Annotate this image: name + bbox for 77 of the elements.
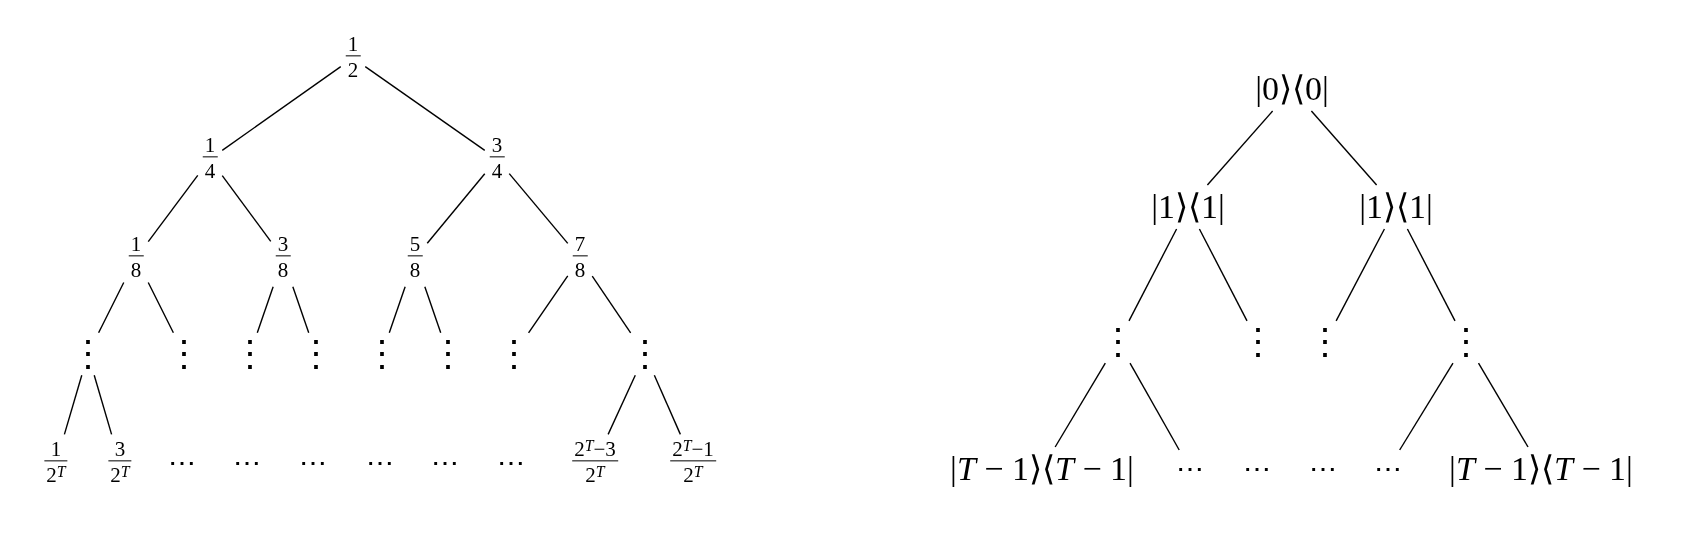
denominator: 2$^{T}$ [584, 462, 607, 487]
numerator: 5 [408, 234, 422, 256]
vertical-ellipsis: ⋮ [298, 337, 334, 371]
tree-branch [1310, 110, 1378, 186]
tree-branch [147, 174, 199, 243]
vertical-ellipsis: ⋮ [70, 337, 106, 371]
tree-branch [607, 374, 636, 436]
vertical-ellipsis: ⋮ [166, 337, 202, 371]
ellipsis: ⋯ [1309, 455, 1337, 483]
numerator: 1 [203, 135, 217, 157]
tree-branch [221, 65, 342, 152]
ket-bra-label: |T − 1⟩⟨T − 1| [950, 452, 1134, 486]
tree-branch [256, 285, 274, 334]
tree-branch [147, 281, 175, 334]
tree-branch [1198, 228, 1248, 322]
tree-branch [527, 275, 569, 334]
tree-branch [1129, 362, 1180, 451]
tree-branch [424, 285, 442, 334]
denominator: 8 [408, 257, 422, 282]
ellipsis: ⋯ [431, 449, 459, 477]
ket-bra-label: |1⟩⟨1| [1151, 190, 1225, 224]
numerator: 2$^{T}$−1 [671, 439, 715, 461]
denominator: 8 [129, 257, 143, 282]
vertical-ellipsis: ⋮ [1100, 325, 1136, 359]
tree-branch [1335, 228, 1386, 322]
ellipsis: ⋯ [366, 449, 394, 477]
vertical-ellipsis: ⋮ [1307, 325, 1343, 359]
ellipsis: ⋯ [168, 449, 196, 477]
ellipsis: ⋯ [233, 449, 261, 477]
numerator: 3 [113, 439, 127, 461]
ellipsis: ⋯ [1176, 455, 1204, 483]
tree-branch [1477, 362, 1529, 448]
tree-branch [292, 285, 310, 334]
denominator: 2$^{T}$ [682, 462, 705, 487]
tree-branch [1128, 228, 1178, 322]
numerator: 1 [346, 34, 360, 56]
tree-branch [426, 173, 486, 244]
denominator: 4 [203, 158, 217, 183]
tree-branch [63, 374, 83, 436]
numerator: 3 [276, 234, 290, 256]
tree-branch [653, 374, 682, 436]
numerator: 2$^{T}$−3 [573, 439, 617, 461]
vertical-ellipsis: ⋮ [627, 337, 663, 371]
tree-branch [1398, 362, 1454, 451]
ellipsis: ⋯ [1243, 455, 1271, 483]
ellipsis: ⋯ [1374, 455, 1402, 483]
numerator: 7 [573, 234, 587, 256]
vertical-ellipsis: ⋮ [1240, 325, 1276, 359]
tree-branch [364, 65, 486, 152]
denominator: 8 [276, 257, 290, 282]
vertical-ellipsis: ⋮ [496, 337, 532, 371]
ket-bra-label: |0⟩⟨0| [1255, 72, 1329, 106]
denominator: 2$^{T}$ [109, 462, 132, 487]
ket-bra-label: |T − 1⟩⟨T − 1| [1449, 452, 1633, 486]
numerator: 1 [49, 439, 63, 461]
tree-branch [591, 275, 632, 334]
ket-bra-label: |1⟩⟨1| [1359, 190, 1433, 224]
tree-branch [1054, 362, 1106, 448]
ellipsis: ⋯ [497, 449, 525, 477]
tree-branch [388, 285, 406, 334]
vertical-ellipsis: ⋮ [430, 337, 466, 371]
vertical-ellipsis: ⋮ [1448, 325, 1484, 359]
numerator: 1 [129, 234, 143, 256]
tree-branch [508, 172, 569, 245]
denominator: 4 [490, 158, 504, 183]
tree-branch [97, 281, 125, 334]
tree-branch [93, 374, 113, 436]
tree-branch [1206, 110, 1274, 186]
denominator: 8 [573, 257, 587, 282]
ellipsis: ⋯ [299, 449, 327, 477]
vertical-ellipsis: ⋮ [364, 337, 400, 371]
denominator: 2 [346, 57, 360, 82]
tree-branch [221, 174, 272, 243]
tree-branch [1406, 228, 1456, 322]
vertical-ellipsis: ⋮ [232, 337, 268, 371]
numerator: 3 [490, 135, 504, 157]
denominator: 2$^{T}$ [45, 462, 68, 487]
